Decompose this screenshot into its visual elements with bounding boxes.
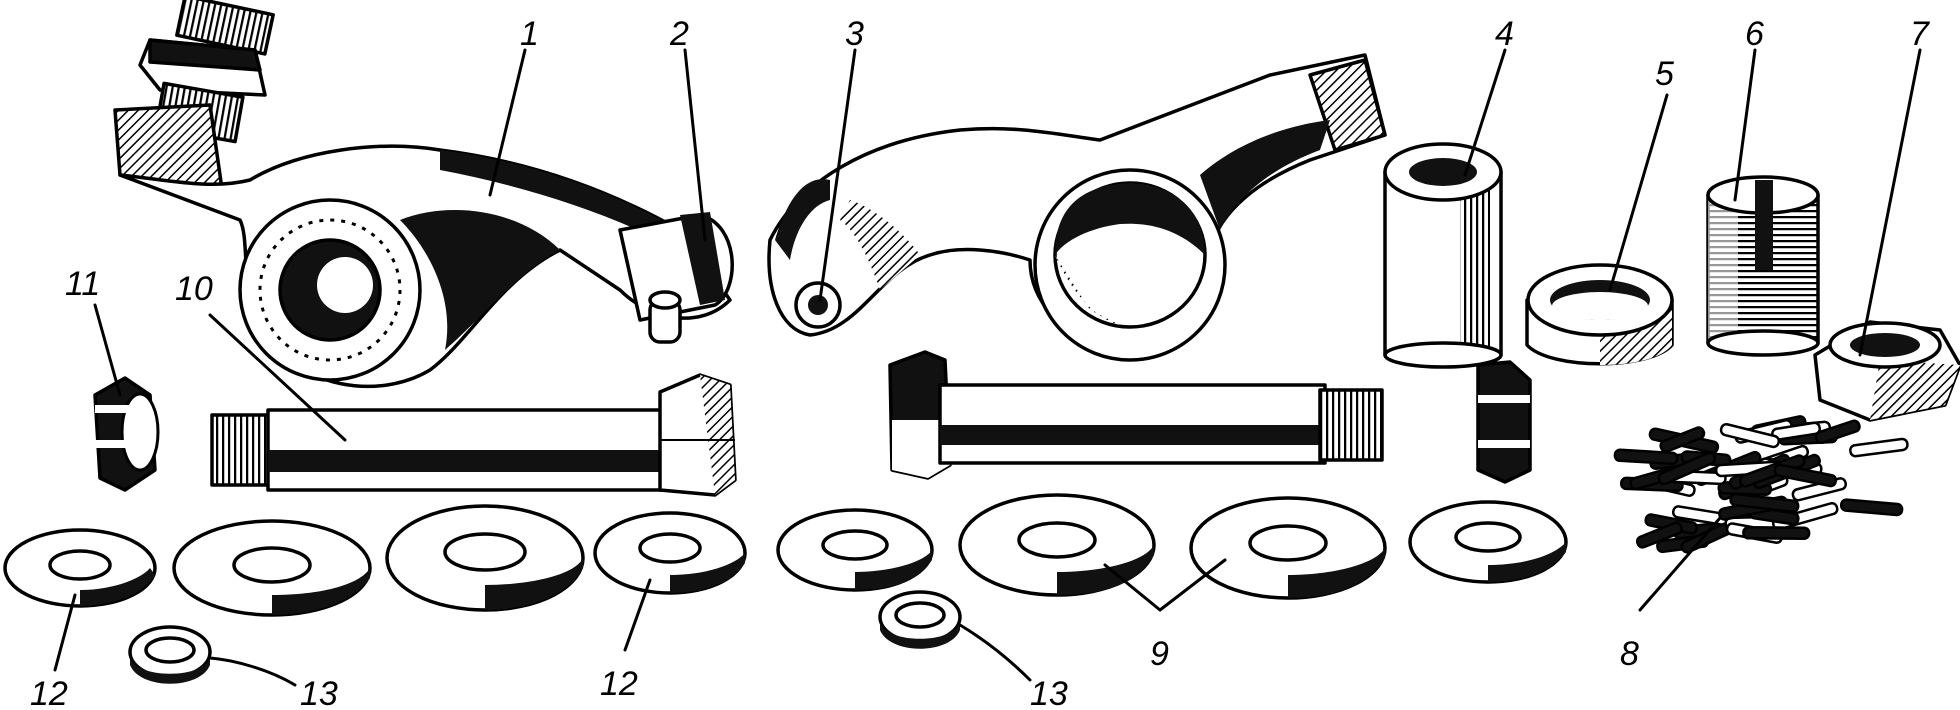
leader-4 <box>1463 48 1507 177</box>
leader-8 <box>1638 516 1722 612</box>
needle-roller <box>1742 526 1811 540</box>
rocker-arm-right <box>767 53 1387 362</box>
label-6: 6 <box>1745 15 1764 53</box>
washer-12-right <box>593 511 747 595</box>
label-1: 1 <box>520 15 539 53</box>
washer-large-2 <box>385 504 585 612</box>
leader-6 <box>1733 48 1757 202</box>
part-labels: 1 2 3 4 5 6 7 8 9 10 11 12 12 13 13 <box>30 15 1930 710</box>
needle-roller <box>1657 451 1717 486</box>
small-ring-right <box>878 590 962 649</box>
washer-9-a <box>776 508 934 592</box>
label-13-right: 13 <box>1030 675 1068 710</box>
leader-7 <box>1858 48 1922 357</box>
leader-9 <box>1103 558 1227 612</box>
needle-rollers <box>1613 415 1909 554</box>
label-4: 4 <box>1495 15 1514 53</box>
label-2: 2 <box>669 15 689 53</box>
label-7: 7 <box>1910 15 1930 53</box>
needle-roller <box>1773 463 1838 488</box>
needle-roller <box>1719 422 1781 449</box>
small-ring-left <box>128 625 212 684</box>
castle-nut-right <box>1476 360 1532 484</box>
leader-12a <box>53 593 77 672</box>
leader-2 <box>683 48 707 242</box>
washer-12-left <box>3 528 157 608</box>
leader-1 <box>488 48 527 197</box>
label-12-right: 12 <box>600 665 638 703</box>
shaft-bolt-right <box>888 350 1384 480</box>
label-11: 11 <box>65 265 100 303</box>
washer-9-c <box>1189 496 1387 600</box>
washer-9-d <box>1408 500 1568 584</box>
washer-9-b <box>958 493 1156 597</box>
slotted-sleeve <box>1706 175 1820 357</box>
castle-nut-left <box>93 376 160 492</box>
label-12-left: 12 <box>30 675 68 710</box>
label-5: 5 <box>1655 55 1674 93</box>
shaft-bolt-left <box>210 373 737 497</box>
adjusting-screw-top <box>175 0 275 56</box>
leader-13b <box>958 623 1032 682</box>
bushing <box>1383 142 1503 369</box>
label-3: 3 <box>845 15 864 53</box>
needle-roller <box>1738 454 1806 488</box>
label-13-left: 13 <box>300 675 338 710</box>
label-9: 9 <box>1150 635 1169 673</box>
needle-roller <box>1613 448 1679 466</box>
ring <box>1525 263 1674 366</box>
label-10: 10 <box>175 270 213 308</box>
needle-roller <box>1814 419 1861 445</box>
leader-3 <box>818 48 857 302</box>
needle-roller <box>1635 521 1683 549</box>
washer-large-1 <box>172 519 372 617</box>
leader-lines <box>53 48 1922 687</box>
leader-10 <box>208 313 347 442</box>
needle-roller <box>1659 426 1706 453</box>
needle-roller <box>1849 437 1909 458</box>
label-8: 8 <box>1620 635 1639 673</box>
leader-13a <box>208 656 297 687</box>
leader-12b <box>623 578 652 652</box>
needle-roller <box>1729 492 1800 513</box>
leader-11 <box>93 303 122 397</box>
hex-nut <box>1813 320 1960 422</box>
rocker-arm-left <box>113 0 734 389</box>
needle-roller <box>1839 498 1904 517</box>
leader-5 <box>1608 93 1669 292</box>
